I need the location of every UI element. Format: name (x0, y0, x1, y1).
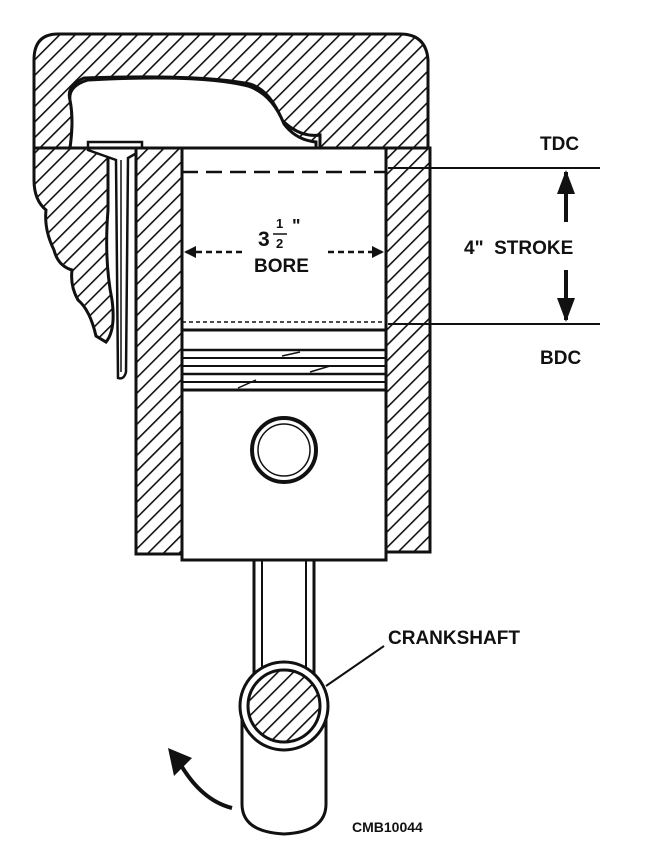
crankshaft-leader-line (325, 645, 385, 687)
valve-port-casting (32, 146, 115, 344)
figure-code: CMB10044 (352, 819, 423, 835)
rotation-arrow (176, 759, 233, 810)
wrist-pin-inner (257, 423, 311, 477)
bore-inch-mark: " (292, 216, 301, 236)
valve (86, 140, 144, 380)
rotation-arrowhead (168, 748, 192, 776)
piston-rings (182, 348, 386, 392)
left-cylinder-wall (134, 146, 184, 556)
bore-fraction-denominator: 2 (276, 236, 283, 251)
crankshaft-pin (246, 668, 322, 744)
stroke-arrowhead-up (557, 170, 575, 194)
bdc-label: BDC (540, 348, 581, 369)
bore-arrowhead-left (184, 246, 196, 258)
stroke-arrowhead-down (557, 298, 575, 322)
wrist-pin (250, 416, 318, 484)
tdc-label: TDC (540, 134, 579, 155)
intake-port (68, 76, 318, 150)
connecting-rod (252, 560, 316, 682)
bore-fraction-numerator: 1 (276, 216, 283, 231)
bore-arrowhead-right (372, 246, 384, 258)
bore-label: BORE (254, 256, 309, 277)
stroke-label: 4" STROKE (464, 238, 573, 259)
right-cylinder-wall (384, 146, 432, 554)
bore-whole-number: 3 (258, 228, 270, 251)
crankshaft-label: CRANKSHAFT (388, 628, 520, 649)
